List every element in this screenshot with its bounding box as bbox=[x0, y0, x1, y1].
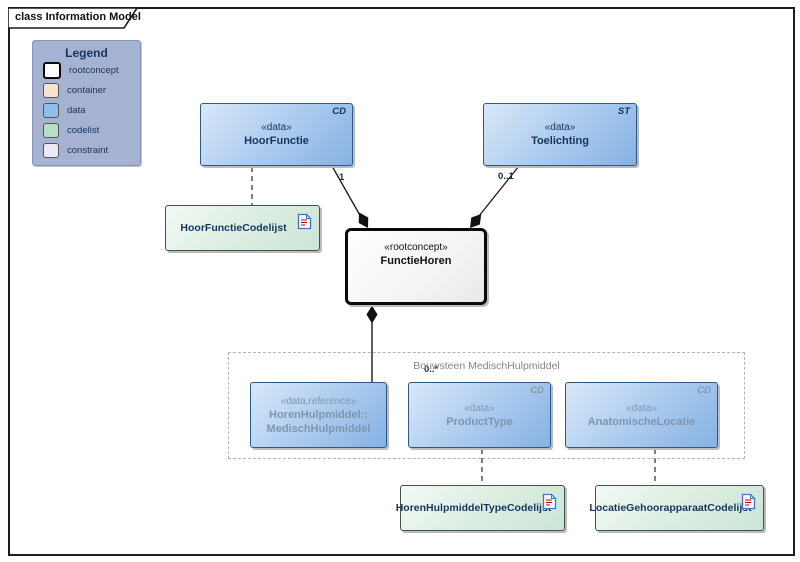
tab-shape-icon bbox=[8, 7, 139, 29]
class-name: HoorFunctie bbox=[244, 135, 309, 147]
type-letter: CD bbox=[332, 106, 346, 117]
legend-item-data: data bbox=[43, 101, 140, 120]
stereotype-label: «data» bbox=[464, 402, 495, 414]
type-letter: ST bbox=[617, 106, 630, 117]
class-horenhulpmiddeltypecodelijst[interactable]: HorenHulpmiddelTypeCodelijst bbox=[396, 485, 565, 531]
container-swatch-icon bbox=[43, 83, 59, 98]
stereotype-label: «data» bbox=[261, 122, 292, 133]
stereotype-label: «rootconcept» bbox=[384, 242, 448, 253]
codelist-document-icon bbox=[542, 493, 557, 510]
stereotype-label: «data,reference» bbox=[280, 395, 357, 407]
legend-title: Legend bbox=[65, 46, 108, 60]
codelist-document-icon bbox=[741, 493, 756, 510]
container-bouwsteen-medischhulpmiddel[interactable]: Bouwsteen MedischHulpmiddel bbox=[228, 352, 745, 459]
tab-label: class Information Model bbox=[15, 11, 141, 23]
class-name: ProductType bbox=[446, 415, 513, 428]
class-name-line1: HorenHulpmiddel:: bbox=[269, 408, 368, 421]
data-swatch-icon bbox=[43, 103, 59, 118]
multiplicity-medischhulpmiddel: 0..* bbox=[424, 364, 439, 375]
type-letter: CD bbox=[530, 385, 544, 396]
stereotype-label: «data» bbox=[626, 402, 657, 414]
container-title: Bouwsteen MedischHulpmiddel bbox=[413, 360, 560, 372]
class-hoorfunctie[interactable]: CD «data» HoorFunctie bbox=[200, 103, 353, 166]
legend: Legend rootconcept container data codeli… bbox=[32, 40, 141, 166]
stereotype-label: «data» bbox=[544, 122, 576, 133]
constraint-swatch-icon bbox=[43, 143, 59, 158]
legend-item-container: container bbox=[43, 81, 140, 100]
legend-item-codelist: codelist bbox=[43, 121, 140, 140]
class-functiehoren[interactable]: «rootconcept» FunctieHoren bbox=[345, 228, 487, 305]
codelist-swatch-icon bbox=[43, 123, 59, 138]
class-name: AnatomischeLocatie bbox=[587, 415, 696, 428]
type-letter: CD bbox=[697, 385, 711, 396]
class-medischhulpmiddel-reference[interactable]: «data,reference» HorenHulpmiddel:: Medis… bbox=[250, 382, 387, 448]
rootconcept-swatch-icon bbox=[43, 62, 61, 79]
legend-item-rootconcept: rootconcept bbox=[43, 61, 140, 80]
class-anatomischelocatie[interactable]: CD «data» AnatomischeLocatie bbox=[565, 382, 718, 448]
class-name: HorenHulpmiddelTypeCodelijst bbox=[395, 502, 552, 514]
class-toelichting[interactable]: ST «data» Toelichting bbox=[483, 103, 637, 166]
class-name-line2: MedischHulpmiddel bbox=[266, 422, 371, 435]
class-name: Toelichting bbox=[531, 135, 589, 147]
class-producttype[interactable]: CD «data» ProductType bbox=[408, 382, 551, 448]
class-name: FunctieHoren bbox=[380, 255, 452, 267]
multiplicity-hoorfunctie: 1 bbox=[339, 172, 345, 183]
diagram-tab: class Information Model bbox=[8, 7, 141, 29]
legend-item-constraint: constraint bbox=[43, 141, 140, 160]
class-name: HoorFunctieCodelijst bbox=[180, 222, 287, 234]
class-name: LocatieGehoorapparaatCodelijst bbox=[589, 502, 752, 514]
class-locatiegehoorapparaatcodelijst[interactable]: LocatieGehoorapparaatCodelijst bbox=[589, 485, 764, 531]
class-hoorfunctiecodelijst[interactable]: HoorFunctieCodelijst bbox=[165, 205, 320, 251]
codelist-document-icon bbox=[297, 213, 312, 230]
multiplicity-toelichting: 0..1 bbox=[498, 171, 514, 182]
